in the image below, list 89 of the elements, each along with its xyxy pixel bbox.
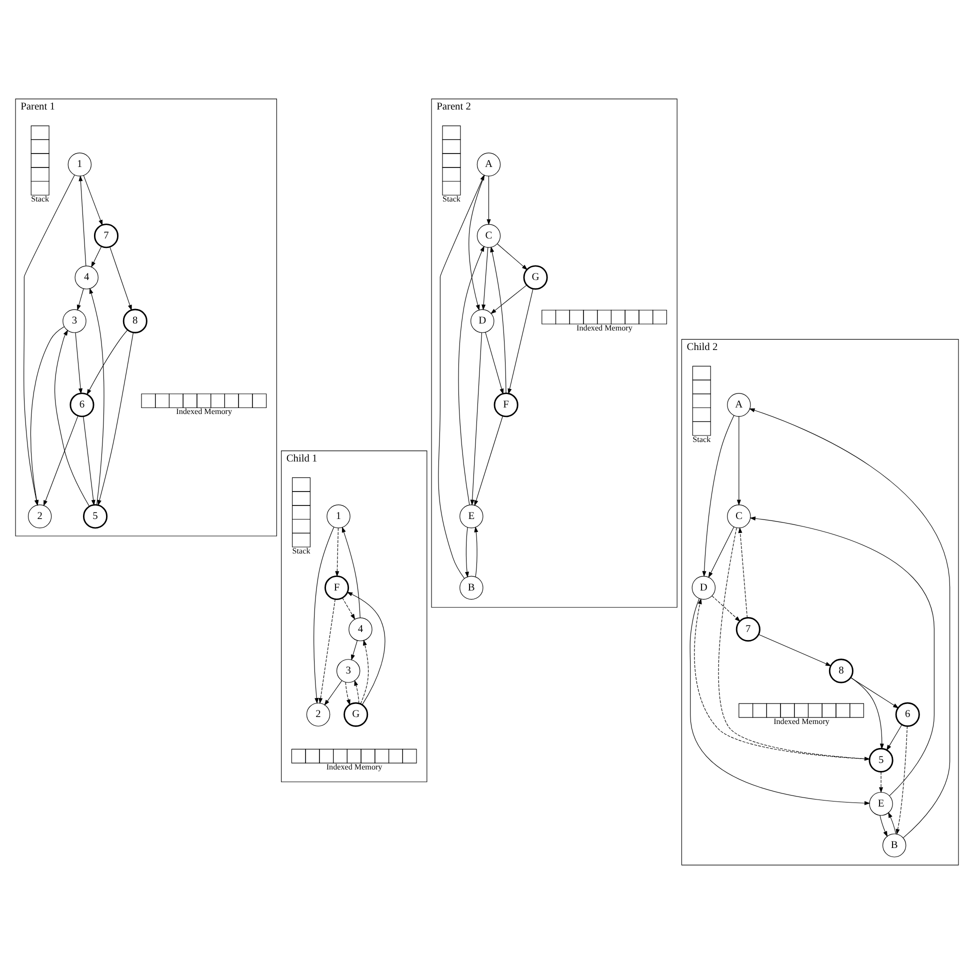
arrow [750,516,934,796]
node-circle: 1 [326,504,350,528]
arrow [89,288,104,506]
arrow [354,680,360,704]
arrow [438,174,485,579]
arrow [86,330,128,396]
arrow [485,332,504,395]
node-label: Stack [292,546,310,556]
node-circle: 7 [94,224,119,248]
arrow [324,680,342,706]
node-circle: D [692,576,716,600]
node-label: Indexed Memory [326,762,382,772]
node-circle: 6 [895,702,920,727]
node-circle: 2 [306,702,330,726]
node-circle: G [344,702,368,727]
node-circle: B [882,834,906,858]
arrow [78,175,86,266]
arrow [879,772,884,794]
node-label: Stack [692,434,711,444]
arrow [470,332,482,506]
arrow [75,332,83,394]
arrow [342,598,356,620]
arrow [351,640,358,660]
node-circle: F [494,392,518,418]
arrow [850,677,899,708]
node-circle: 1 [68,152,92,176]
node-circle: A [476,152,501,176]
arrow [886,724,902,751]
arrow [694,598,870,760]
arrow [318,598,336,704]
arrow [83,175,103,226]
node-circle: D [470,309,494,333]
arrow [468,175,485,311]
arrow [497,244,528,270]
arrow [758,634,832,666]
node-circle: B [460,576,484,600]
arrow [54,330,90,507]
arrow [490,246,506,394]
node-label: Stack [31,194,50,204]
node-circle: 5 [82,504,108,529]
arrow [736,416,741,506]
node-circle: 4 [348,618,372,642]
arrow [91,246,102,268]
arrow [748,408,950,838]
arrow [83,416,96,506]
node-circle: G [523,265,548,290]
arrow [482,247,488,310]
arrow [97,332,134,506]
arrow [360,640,369,704]
arrow [43,416,78,506]
arrow [458,246,484,506]
arrow [346,592,386,705]
arrow [314,526,334,704]
node-circle: 6 [70,392,94,418]
arrow [345,682,350,706]
node-label: Stack [442,194,460,204]
node-label: Indexed Memory [576,323,632,332]
node-circle: 3 [62,309,86,333]
arrow [486,176,491,226]
arrow [712,596,740,622]
arrow [896,726,908,835]
node-label: Indexed Memory [176,407,232,416]
arrow [888,812,896,834]
node-circle: C [476,224,501,248]
arrow [474,526,478,578]
arrow [708,526,734,578]
node-label: Indexed Memory [774,716,830,726]
arrow [110,246,132,311]
node-circle: 2 [28,504,52,528]
arrow [342,526,360,618]
node-circle: 4 [74,266,98,290]
node-circle: C [727,504,751,528]
arrow [738,527,748,618]
node-circle: F [324,575,350,600]
node-circle: 8 [122,308,148,334]
node-circle: E [869,792,893,816]
arrow [335,528,340,577]
arrow [508,288,534,394]
arrow [880,815,888,838]
arrow [465,527,470,578]
arrow [474,416,504,506]
node-circle: A [727,393,751,417]
node-circle: 3 [336,659,360,683]
node-circle: 5 [868,748,894,772]
arrow [490,284,528,314]
node-circle: E [460,504,484,528]
node-circle: 8 [828,658,854,684]
arrow [702,415,734,577]
arrow [76,288,84,311]
